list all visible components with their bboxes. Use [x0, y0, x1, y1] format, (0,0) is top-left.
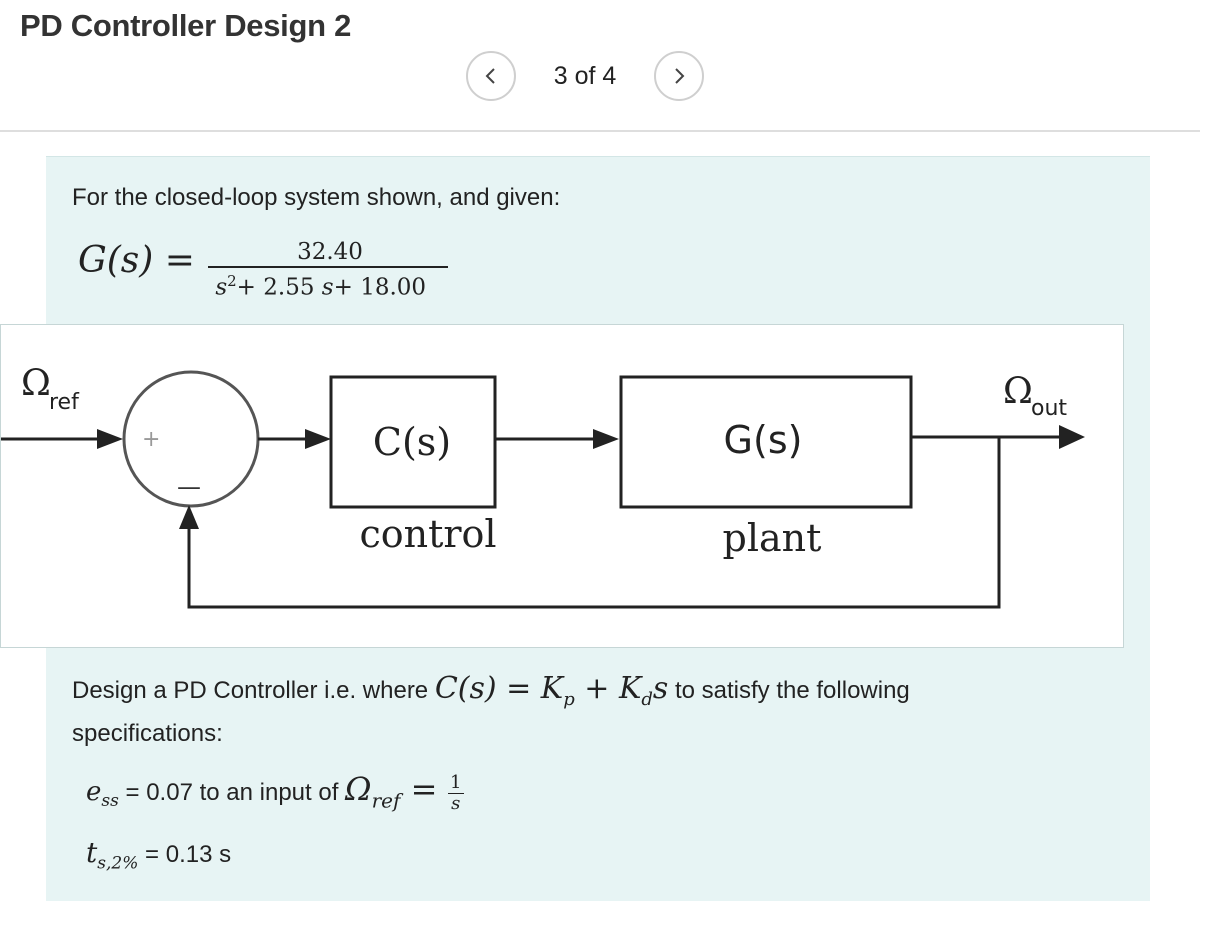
tf-coef-a: 2.55 — [263, 274, 315, 301]
next-button[interactable] — [654, 51, 704, 101]
tf-numerator: 32.40 — [297, 239, 363, 265]
controller-caption: control — [359, 512, 496, 556]
plant-label: G(s) — [724, 418, 803, 462]
chevron-right-icon — [675, 68, 685, 84]
prev-button[interactable] — [466, 51, 516, 101]
one-over-s-fraction: 1 s — [448, 772, 464, 815]
header-divider — [0, 130, 1200, 132]
tf-coef-b: 18.00 — [360, 274, 427, 301]
frac-denominator: s — [451, 793, 461, 815]
plant-caption: plant — [723, 516, 822, 560]
design-instructions: Design a PD Controller i.e. where C(s) =… — [72, 672, 1032, 751]
input-subscript: ref — [49, 390, 80, 415]
controller-arrowhead — [305, 429, 331, 449]
plant-arrowhead — [593, 429, 619, 449]
controller-label: C(s) — [373, 420, 451, 464]
pd-controller-equation: C(s) = Kp + Kds — [434, 671, 669, 711]
feedback-arrowhead — [179, 505, 199, 529]
plant-block — [619, 375, 913, 509]
ts-value: = 0.13 s — [145, 841, 232, 868]
page-title: PD Controller Design 2 — [20, 8, 352, 43]
block-diagram: Ω ref + — C(s) control G(s) plant Ω out — [0, 324, 1124, 648]
ess-text: to an input of — [199, 779, 339, 806]
input-arrowhead — [97, 429, 123, 449]
input-omega-label: Ω — [21, 363, 51, 404]
tf-denominator: s2+ 2.55 s+ 18.00 — [215, 272, 427, 301]
chevron-left-icon — [485, 68, 495, 84]
ess-value: = 0.07 — [125, 779, 193, 806]
page-indicator: 3 of 4 — [553, 61, 617, 90]
design-text-before: Design a PD Controller i.e. where — [72, 677, 429, 704]
feedback-path — [187, 437, 1001, 609]
output-subscript: out — [1031, 396, 1067, 421]
minus-sign: — — [177, 473, 201, 501]
omega-ref-symbol: Ωref = — [345, 770, 438, 813]
pagination: 3 of 4 — [466, 50, 704, 102]
output-omega-label: Ω — [1003, 371, 1033, 412]
transfer-function-fraction: 32.40 s2+ 2.55 s+ 18.00 — [208, 238, 448, 301]
spec-settling-time: ts,2% = 0.13 s — [86, 836, 231, 874]
controller-block — [329, 375, 497, 509]
block-diagram-svg: Ω ref + — C(s) control G(s) plant Ω out — [1, 363, 1085, 609]
output-arrowhead — [1059, 425, 1085, 449]
intro-text: For the closed-loop system shown, and gi… — [72, 184, 561, 211]
ess-symbol: ess — [86, 777, 119, 812]
fraction-bar — [208, 266, 448, 268]
ts-symbol: ts,2% — [86, 836, 139, 874]
design-text-after: to satisfy the following specifications: — [72, 677, 910, 747]
plus-sign: + — [142, 427, 160, 452]
transfer-function-lhs: G(s) = — [78, 240, 195, 281]
spec-steady-state-error: ess = 0.07 to an input of Ωref = 1 s — [86, 770, 464, 814]
frac-numerator: 1 — [448, 772, 464, 795]
